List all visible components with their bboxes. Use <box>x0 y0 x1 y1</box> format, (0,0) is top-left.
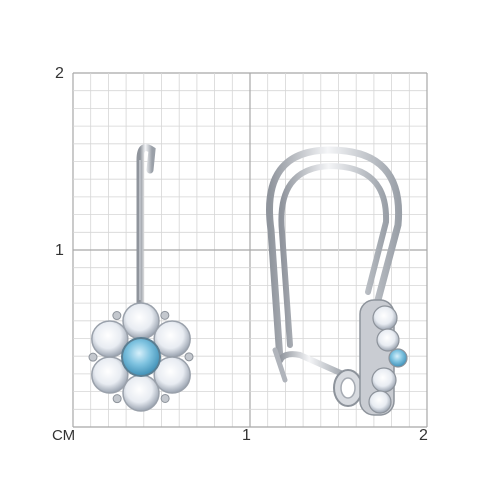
petal-stone <box>91 320 129 358</box>
ruler-label-x-2: 2 <box>419 427 428 444</box>
prong <box>160 310 170 320</box>
side-stone <box>371 367 397 393</box>
petal-stone <box>153 356 191 394</box>
ruler-label-y-2: 2 <box>55 65 64 82</box>
prong <box>112 394 122 404</box>
ruler-label-y-1: 1 <box>55 242 64 259</box>
earring-front-view <box>88 144 194 412</box>
side-stone <box>368 390 392 414</box>
prong <box>160 393 170 403</box>
prong <box>88 352 98 362</box>
earring-side-view <box>266 146 408 416</box>
prong <box>112 311 122 321</box>
prong <box>184 352 194 362</box>
side-stone <box>372 305 398 331</box>
side-stone <box>376 328 400 352</box>
side-stones <box>368 305 408 414</box>
petal-stone <box>122 302 160 340</box>
flower-setting <box>88 302 194 412</box>
petal-stone <box>122 374 160 412</box>
center-stone <box>121 337 161 377</box>
ruler-unit-label: СМ <box>52 427 76 444</box>
ruler-label-x-1: 1 <box>242 427 251 444</box>
side-stone <box>388 348 408 368</box>
